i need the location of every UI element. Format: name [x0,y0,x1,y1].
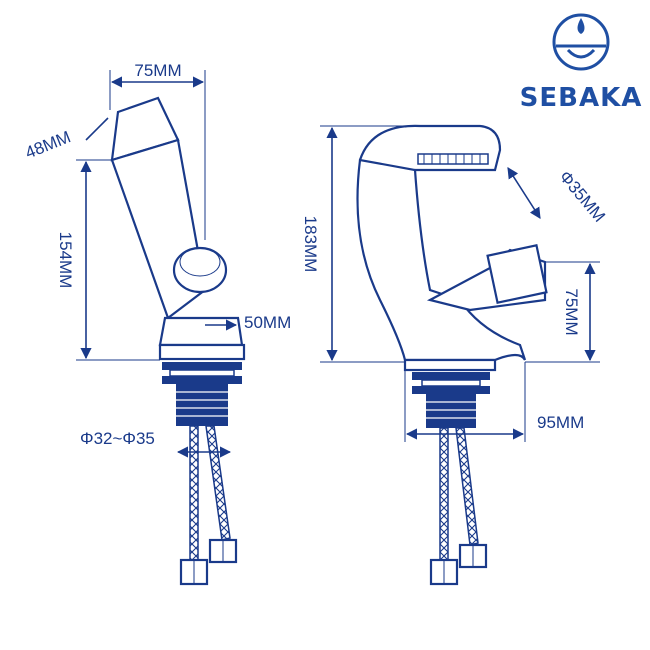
dim-48mm-handle: 48MM [22,127,73,162]
right-hose-2 [455,427,479,546]
dim-75mm-width: 75MM [134,61,181,80]
dim-spout-diameter: Φ35MM [555,167,609,226]
dim-hole-diameter: Φ32~Φ35 [80,429,155,448]
left-hose-2 [205,425,231,541]
left-thread [176,384,228,426]
left-knob [172,246,228,294]
left-base [158,316,244,347]
right-thread [426,394,476,428]
dim-95mm-reach: 95MM [537,413,584,432]
left-side-view [110,96,246,586]
right-front-view [356,124,548,586]
brand-name: SEBAKA [520,83,643,113]
brand-logo: SEBAKA [520,13,643,113]
right-body [356,158,527,362]
dim-183mm-height: 183MM [301,216,320,273]
right-hose-1 [439,427,449,561]
dim-154mm-height: 154MM [56,232,75,289]
left-hose-1 [189,425,199,561]
water-drop-icon [577,18,585,34]
dim-50mm-base: 50MM [244,313,291,332]
dim-75mm-lever: 75MM [562,288,581,335]
